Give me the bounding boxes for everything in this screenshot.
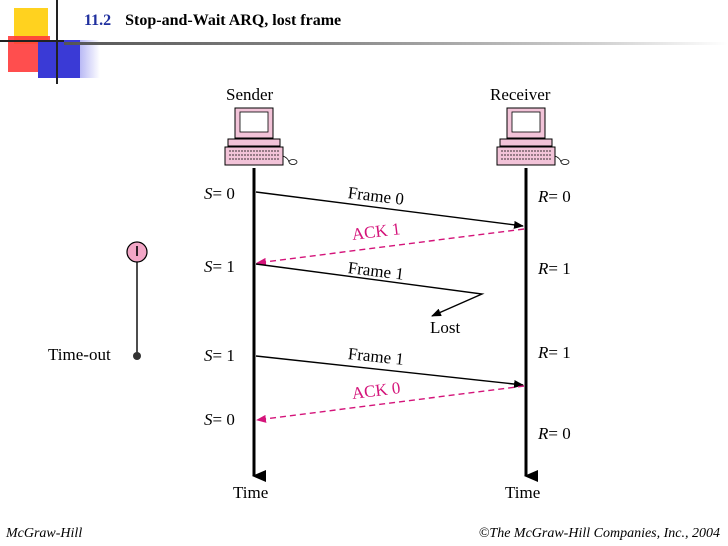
timeout-label: Time-out bbox=[48, 345, 111, 364]
receiver-label: Receiver bbox=[490, 85, 551, 104]
ack-0-arrow bbox=[256, 385, 525, 423]
sender-label: Sender bbox=[226, 85, 274, 104]
footer-copyright: ©The McGraw-Hill Companies, Inc., 2004 bbox=[478, 526, 720, 541]
lost-label: Lost bbox=[430, 318, 461, 337]
receiver-computer-icon bbox=[496, 107, 570, 166]
logo-vertical-line bbox=[56, 0, 58, 84]
timer-clock-icon bbox=[126, 241, 148, 263]
sender-state-1: S= 0 bbox=[204, 184, 235, 203]
receiver-time-label: Time bbox=[505, 483, 541, 502]
slide-logo bbox=[0, 0, 100, 90]
section-number: 11.2 bbox=[84, 12, 112, 29]
sender-state-4: S= 0 bbox=[204, 410, 235, 429]
ack-1-arrow bbox=[256, 228, 525, 266]
logo-horizontal-line bbox=[0, 40, 64, 42]
receiver-state-4: R= 0 bbox=[538, 424, 571, 443]
sender-time-label: Time bbox=[233, 483, 269, 502]
frame-1-lost-arrow bbox=[255, 263, 485, 317]
frame-0-arrow bbox=[255, 191, 524, 229]
footer-publisher: McGraw-Hill bbox=[6, 526, 83, 541]
sender-state-3: S= 1 bbox=[204, 346, 235, 365]
timeout-dot bbox=[133, 352, 141, 360]
logo-blue-square bbox=[38, 40, 82, 78]
receiver-state-2: R= 1 bbox=[538, 259, 571, 278]
section-title: Stop-and-Wait ARQ, lost frame bbox=[125, 12, 342, 29]
header-rule bbox=[64, 42, 728, 45]
page-title: 11.2 Stop-and-Wait ARQ, lost frame bbox=[84, 12, 341, 30]
frame-1-resend-arrow bbox=[255, 355, 524, 389]
sender-state-2: S= 1 bbox=[204, 257, 235, 276]
logo-fade-square bbox=[80, 40, 100, 78]
receiver-state-1: R= 0 bbox=[538, 187, 571, 206]
receiver-state-3: R= 1 bbox=[538, 343, 571, 362]
sender-computer-icon bbox=[224, 107, 298, 166]
